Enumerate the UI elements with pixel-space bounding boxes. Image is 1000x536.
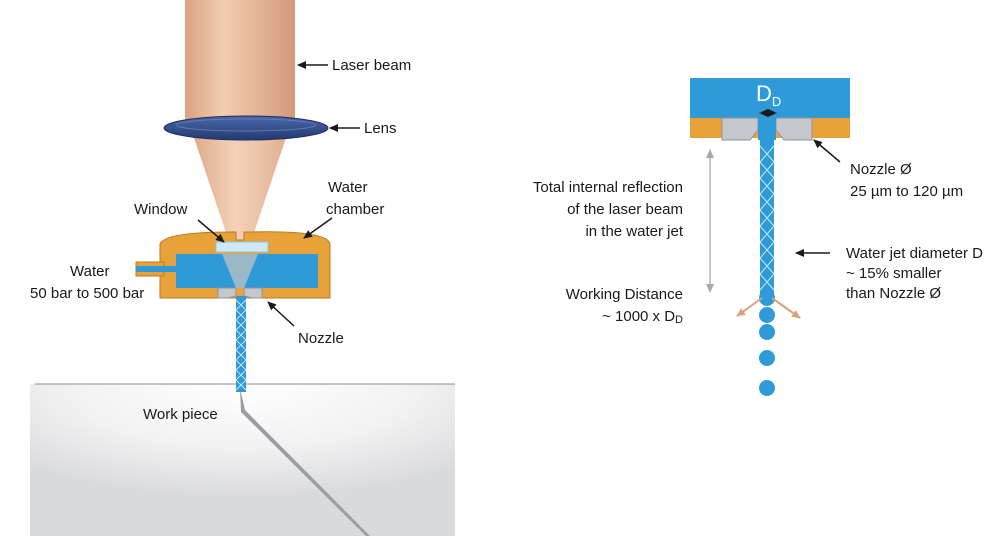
nozzle-label: Nozzle bbox=[298, 330, 344, 347]
tir-label-line1: Total internal reflection bbox=[533, 179, 683, 196]
water-chamber-label-line2: chamber bbox=[326, 201, 384, 218]
work-piece-label: Work piece bbox=[143, 406, 218, 423]
laser-beam-label: Laser beam bbox=[332, 57, 411, 74]
droplet bbox=[759, 307, 775, 323]
beam-escape-arrow-left bbox=[736, 297, 763, 317]
tir-label-line2: of the laser beam bbox=[567, 201, 683, 218]
lens-label: Lens bbox=[364, 120, 397, 137]
focused-beam-cone bbox=[192, 132, 288, 262]
window-arrow bbox=[197, 219, 225, 243]
wd-label-line1: Working Distance bbox=[566, 286, 683, 303]
wd-sub: D bbox=[675, 314, 683, 326]
right-diagram: DD Total internal reflection of the lase… bbox=[533, 78, 983, 396]
nozzle-insert-right bbox=[775, 117, 813, 141]
droplet bbox=[759, 380, 775, 396]
tir-label-line3: in the water jet bbox=[585, 223, 683, 240]
work-piece-surface bbox=[30, 384, 455, 536]
nozzle-bore bbox=[758, 112, 776, 140]
droplet bbox=[759, 324, 775, 340]
nozzle-diameter-label-line1: Nozzle Ø bbox=[850, 161, 912, 178]
wd-label-line2: ~ 1000 x DD bbox=[602, 308, 683, 326]
lens-highlight bbox=[175, 118, 317, 132]
water-jet-reflections bbox=[235, 299, 247, 391]
nozzle-arrow bbox=[267, 301, 295, 327]
beam-escape-arrow-right bbox=[771, 297, 801, 319]
water-label-line1: Water bbox=[70, 263, 109, 280]
water-chamber-arrow bbox=[303, 217, 333, 239]
jet-column bbox=[760, 140, 774, 300]
lens bbox=[163, 115, 329, 141]
droplet bbox=[759, 290, 775, 306]
nozzle-diameter-label-line2: 25 µm to 120 µm bbox=[850, 183, 963, 200]
droplet bbox=[759, 350, 775, 366]
window bbox=[215, 241, 269, 253]
nozzle-insert-left bbox=[721, 117, 759, 141]
water-jet bbox=[236, 296, 246, 392]
nozzle-diameter-arrow bbox=[813, 139, 841, 163]
jet-diameter-label-line1: Water jet diameter D bbox=[846, 245, 983, 262]
nozzle-left bbox=[217, 287, 237, 299]
nozzle-right bbox=[243, 287, 263, 299]
dd-sub: D bbox=[772, 94, 781, 109]
wd-prefix: ~ 1000 x D bbox=[602, 308, 675, 325]
water-chamber-label-line1: Water bbox=[328, 179, 367, 196]
water-inlet-flow bbox=[136, 266, 176, 272]
jet-diameter-label-line2: ~ 15% smaller bbox=[846, 265, 941, 282]
beam-in-chamber bbox=[222, 254, 258, 288]
window-label: Window bbox=[134, 201, 188, 218]
jet-reflections bbox=[759, 145, 775, 291]
laser-beam bbox=[185, 0, 295, 126]
water-label-line2: 50 bar to 500 bar bbox=[30, 285, 144, 302]
jet-diameter-label-line3: than Nozzle Ø bbox=[846, 285, 941, 302]
left-diagram: Laser beam Lens Water chamber Window Wat… bbox=[30, 0, 455, 536]
dd-label: DD bbox=[756, 81, 781, 109]
dd-main: D bbox=[756, 81, 772, 106]
